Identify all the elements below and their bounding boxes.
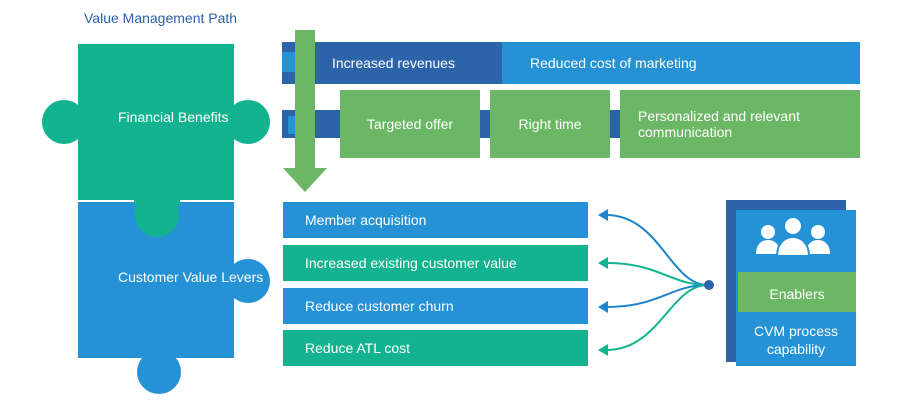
enablers-panel <box>726 200 856 366</box>
cvm-capability-label: CVM process capability <box>753 323 839 357</box>
financial-benefits-puzzle-piece <box>42 44 270 200</box>
reduce-atl-cost-label: Reduce ATL cost <box>305 340 411 356</box>
value-path-down-arrow <box>283 30 327 192</box>
customer-value-levers-label: Customer Value Levers <box>118 269 264 285</box>
lever-bar-4 <box>283 330 588 366</box>
customer-value-levers-puzzle-piece <box>78 193 270 394</box>
lever-bar-2 <box>283 245 588 281</box>
connector-lines <box>605 214 709 351</box>
personalized-communication-box: Personalized and relevant communication <box>620 90 860 158</box>
reduce-churn-label: Reduce customer churn <box>305 298 454 314</box>
reduced-marketing-cost-label: Reduced cost of marketing <box>530 55 697 71</box>
right-time-box: Right time <box>490 90 610 158</box>
page-title: Value Management Path <box>84 10 238 26</box>
increased-revenues-label: Increased revenues <box>332 55 455 71</box>
revenues-bar-left <box>282 42 502 84</box>
enablers-label: Enablers <box>769 286 825 302</box>
people-group-icon <box>756 216 830 257</box>
connector-arrowheads <box>598 209 608 356</box>
lever-bar-1 <box>283 202 588 238</box>
financial-benefits-label: Financial Benefits <box>118 109 229 125</box>
targeted-offer-box: Targeted offer <box>340 90 480 158</box>
lever-bar-3 <box>283 288 588 324</box>
increased-customer-value-label: Increased existing customer value <box>305 255 517 271</box>
connector-hub-dot <box>704 280 714 290</box>
marketing-bar-right <box>502 42 860 84</box>
member-acquisition-label: Member acquisition <box>305 212 427 228</box>
